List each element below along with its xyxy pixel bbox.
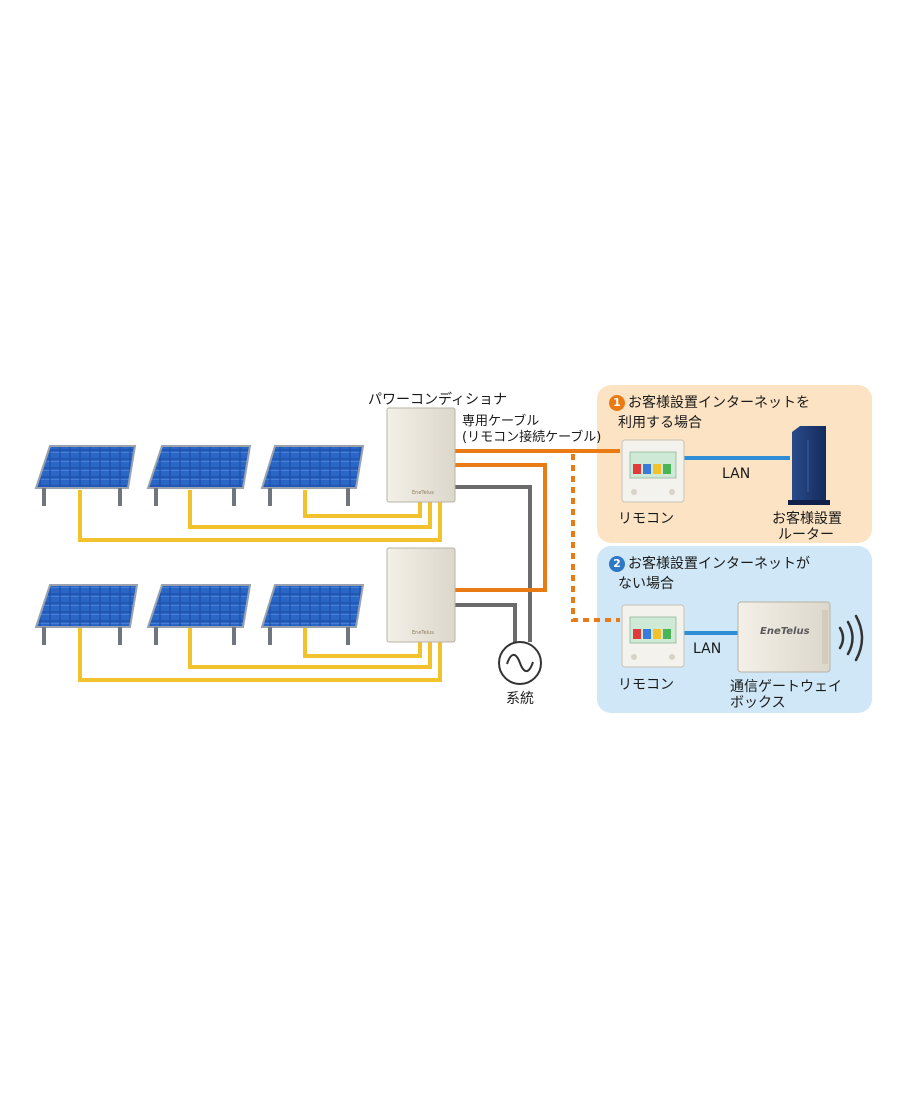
gateway-label-line1: 通信ゲートウェイ <box>730 679 842 695</box>
case1-number-badge: 1 <box>609 395 625 411</box>
gateway-logo: EneTelus <box>760 626 810 637</box>
cable-label-line1: 専用ケーブル <box>462 414 540 429</box>
solar-panel-icon <box>34 445 137 506</box>
router-icon <box>788 426 830 505</box>
pcs-label: パワーコンディショナ <box>368 392 508 408</box>
dedicated-cable-dashed <box>571 454 620 622</box>
ac-source-icon <box>498 641 542 685</box>
gateway-box-icon <box>737 601 831 673</box>
power-conditioner-icon: EneTelus <box>386 547 456 643</box>
solar-panel-icon <box>260 445 365 506</box>
case2-remote-label: リモコン <box>618 677 674 693</box>
case2-title-line1: お客様設置インターネットが <box>628 556 810 572</box>
grid-cables <box>455 485 532 642</box>
case2-number-badge: 2 <box>609 556 625 572</box>
remote-controller-icon <box>621 604 685 668</box>
case1-title-line1: お客様設置インターネットを <box>628 395 810 411</box>
remote-controller-icon <box>621 439 685 503</box>
dedicated-cable <box>455 449 620 592</box>
router-label-line2: ルーター <box>778 527 834 543</box>
power-conditioner-icon: EneTelus <box>386 407 456 503</box>
router-label-line1: お客様設置 <box>772 511 842 527</box>
case2-title-line2: ない場合 <box>618 576 674 592</box>
grid-label: 系統 <box>506 691 534 707</box>
case1-remote-label: リモコン <box>618 511 674 527</box>
solar-panel-icon <box>34 584 139 645</box>
case2-lan-label: LAN <box>693 641 722 657</box>
wireless-signal-icon <box>838 614 864 662</box>
solar-panel-icon <box>146 584 252 645</box>
pv-cables-row2 <box>78 628 442 682</box>
solar-panel-icon <box>146 445 252 506</box>
svg-text:EneTelus: EneTelus <box>412 490 434 496</box>
solar-panel-icon <box>260 584 365 645</box>
cable-label-line2: (リモコン接続ケーブル) <box>462 430 602 445</box>
case1-title-line2: 利用する場合 <box>618 415 702 431</box>
gateway-label-line2: ボックス <box>730 695 786 711</box>
case1-lan-label: LAN <box>722 466 751 482</box>
svg-text:EneTelus: EneTelus <box>412 630 434 636</box>
pv-cables-row1 <box>78 490 442 542</box>
